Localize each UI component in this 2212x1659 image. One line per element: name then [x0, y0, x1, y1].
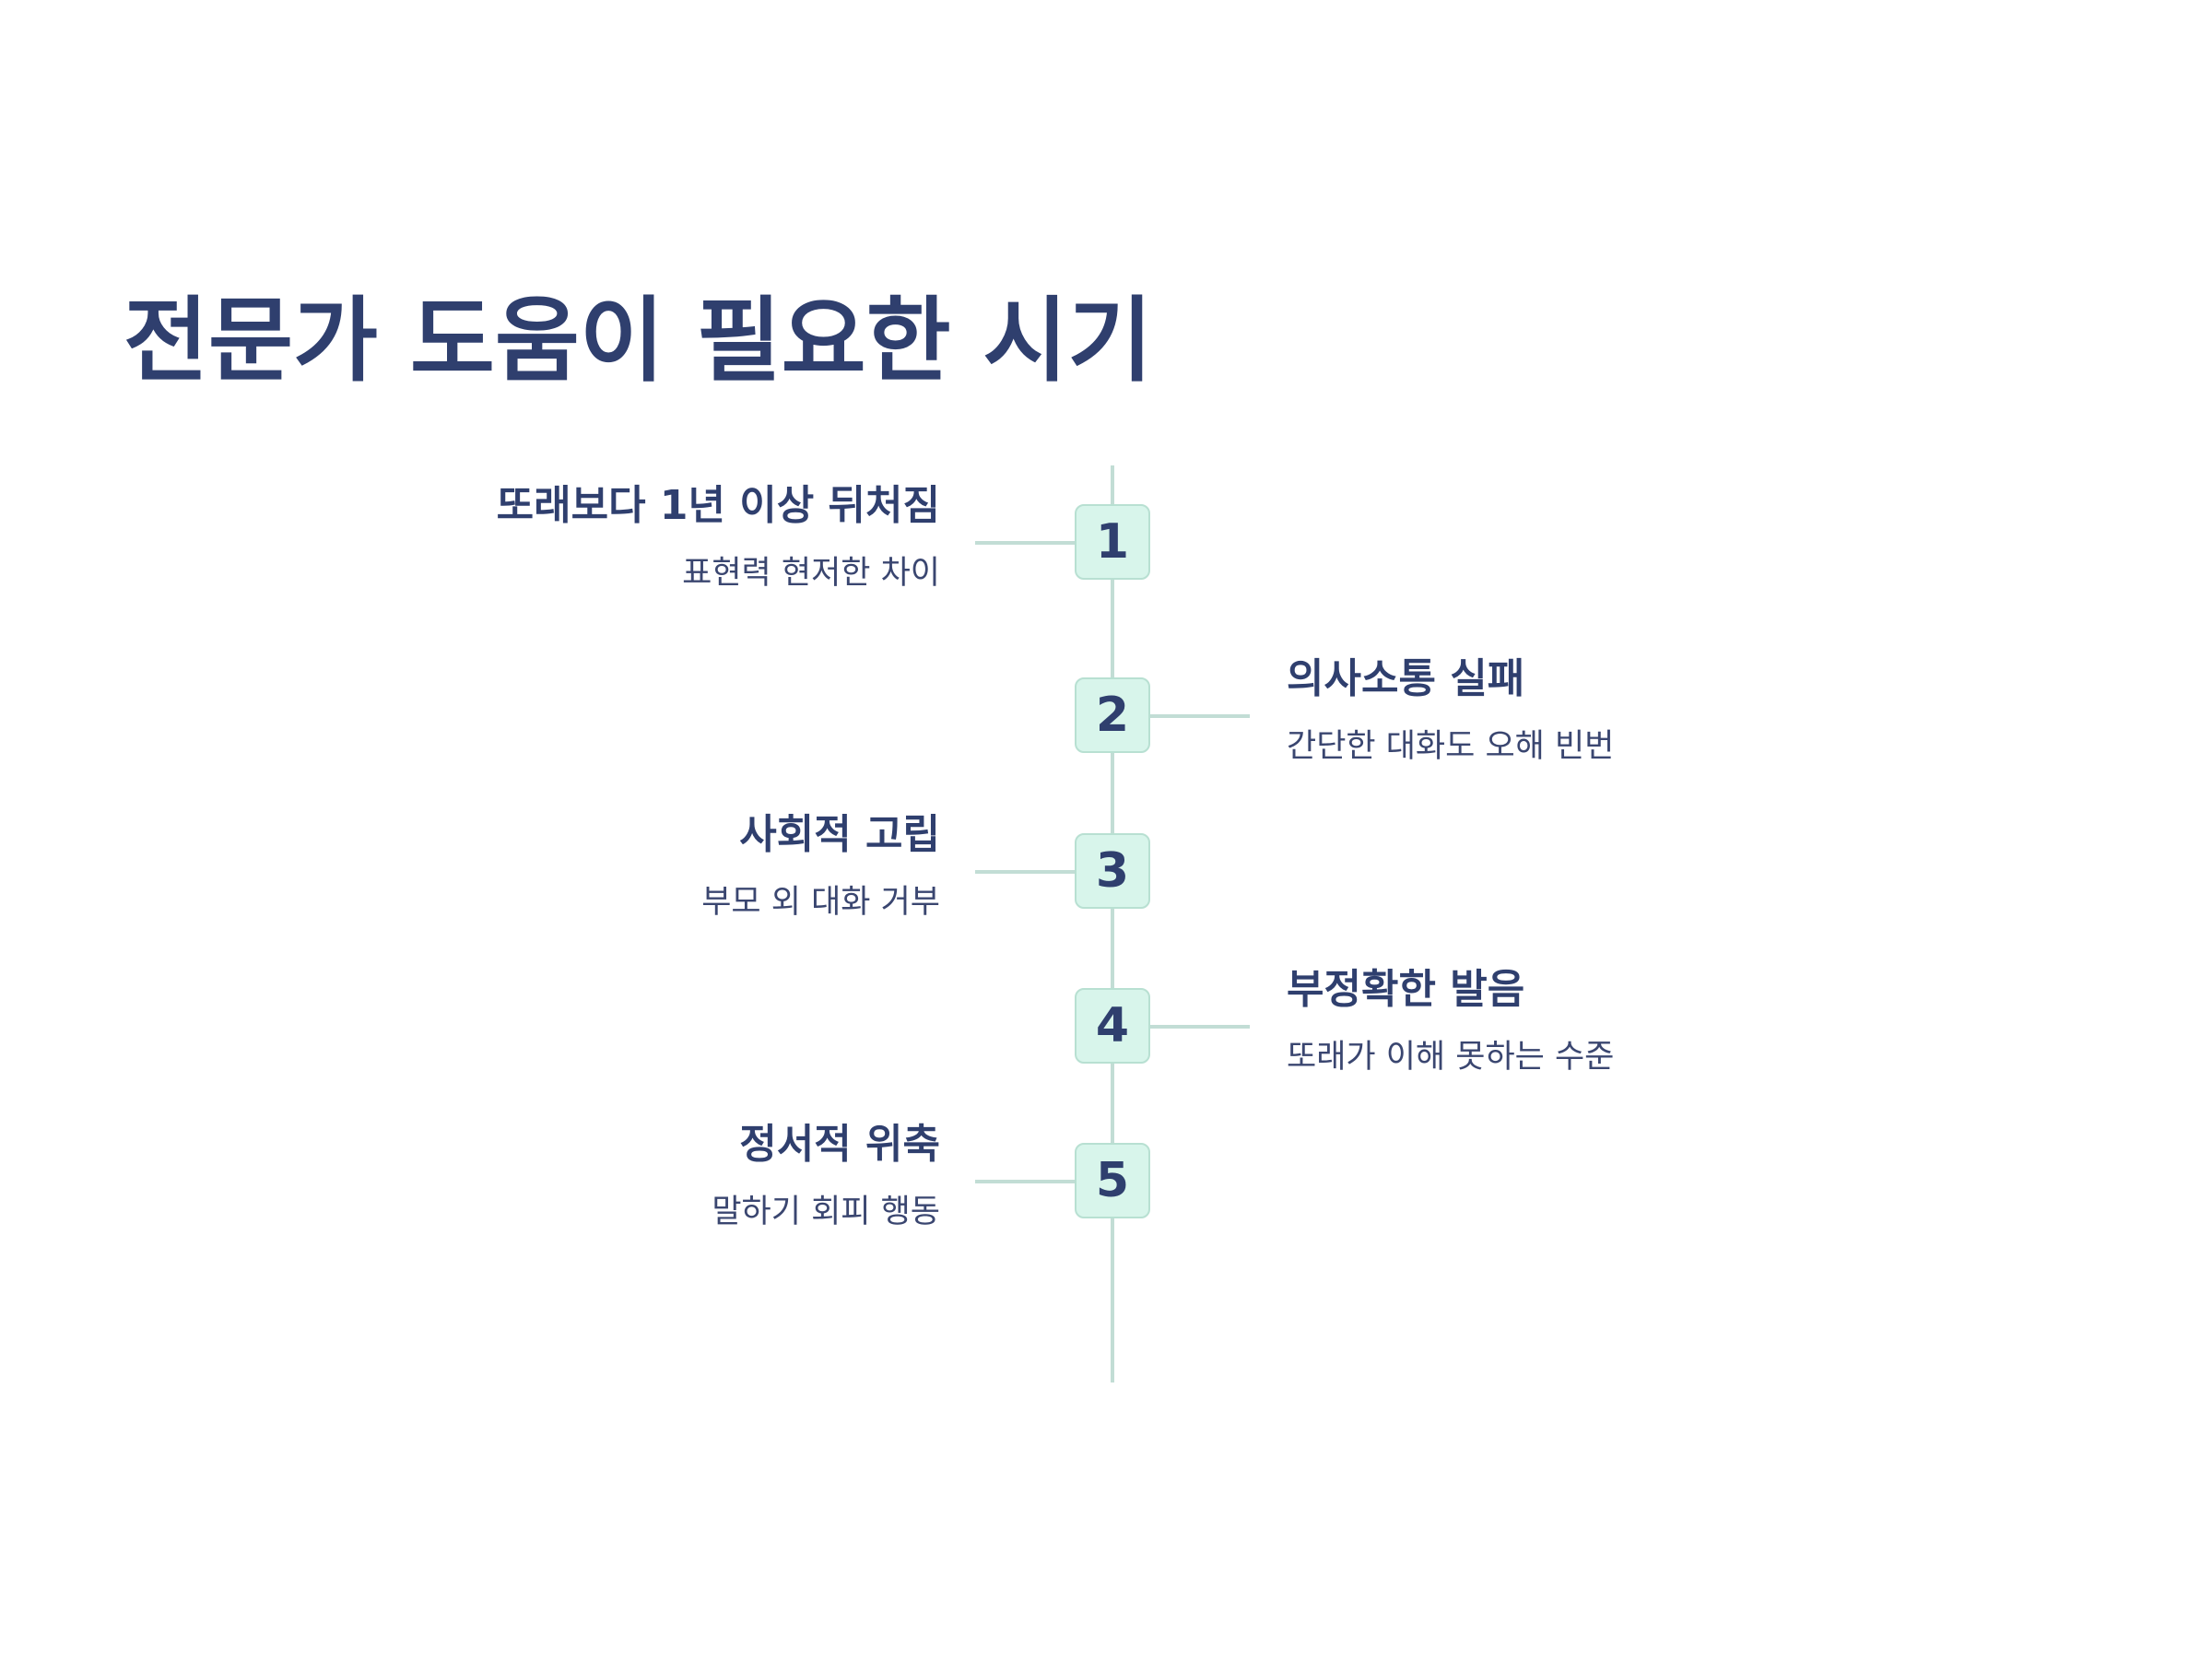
- step-text-block: 사회적 고립 부모 외 대화 거부: [701, 807, 940, 925]
- step-connector: [975, 870, 1075, 874]
- step-description: 간단한 대화도 오해 빈번: [1287, 728, 1615, 765]
- step-heading: 또래보다 1년 이상 뒤처짐: [496, 482, 940, 529]
- step-description: 또래가 이해 못하는 수준: [1287, 1039, 1615, 1076]
- timeline-axis: [1111, 465, 1114, 1382]
- step-number-badge: 5: [1075, 1143, 1150, 1218]
- step-text-block: 정서적 위축 말하기 회피 행동: [712, 1117, 940, 1235]
- step-description: 말하기 회피 행동: [712, 1194, 940, 1230]
- step-description: 부모 외 대화 거부: [701, 884, 940, 921]
- step-text-block: 의사소통 실패 간단한 대화도 오해 빈번: [1287, 652, 1614, 770]
- timeline-step-5: 5 정서적 위축 말하기 회피 행동: [0, 1121, 2212, 1230]
- step-text-block: 또래보다 1년 이상 뒤처짐 표현력 현저한 차이: [497, 478, 940, 596]
- step-heading: 정서적 위축: [739, 1121, 940, 1168]
- step-connector: [975, 541, 1075, 545]
- timeline-step-3: 3 사회적 고립 부모 외 대화 거부: [0, 811, 2212, 921]
- step-connector: [1150, 1025, 1250, 1029]
- step-number-badge: 4: [1075, 988, 1150, 1064]
- step-heading: 사회적 고립: [739, 811, 940, 858]
- step-text-block: 부정확한 발음 또래가 이해 못하는 수준: [1287, 962, 1614, 1080]
- step-number-badge: 3: [1075, 833, 1150, 909]
- step-heading: 의사소통 실패: [1287, 655, 1525, 702]
- step-connector: [975, 1180, 1075, 1183]
- step-number-badge: 2: [1075, 677, 1150, 753]
- timeline-step-4: 4 부정확한 발음 또래가 이해 못하는 수준: [0, 966, 2212, 1076]
- page-title: 전문가 도움이 필요한 시기: [124, 287, 1153, 394]
- step-heading: 부정확한 발음: [1287, 966, 1525, 1013]
- timeline-step-2: 2 의사소통 실패 간단한 대화도 오해 빈번: [0, 655, 2212, 765]
- step-description: 표현력 현저한 차이: [682, 555, 940, 592]
- step-connector: [1150, 714, 1250, 718]
- step-number-badge: 1: [1075, 504, 1150, 580]
- timeline-step-1: 1 또래보다 1년 이상 뒤처짐 표현력 현저한 차이: [0, 482, 2212, 592]
